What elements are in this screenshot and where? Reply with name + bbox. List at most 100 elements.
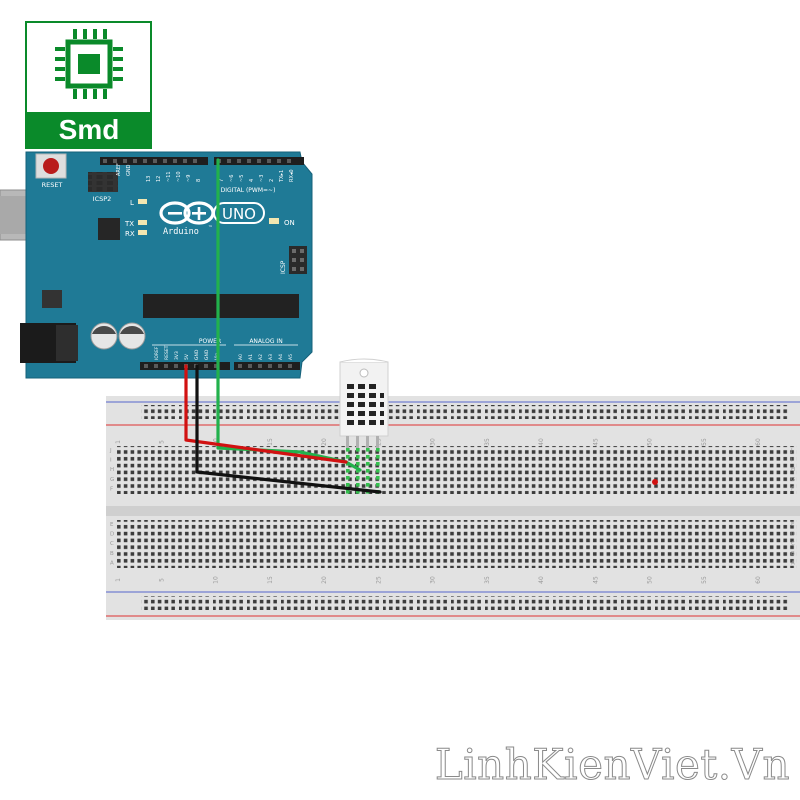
- dht-sensor: [339, 358, 389, 448]
- logo-text: Smd: [59, 114, 120, 145]
- digital-pin-label: ~10: [176, 171, 182, 182]
- bottom-rail-holes: [141, 596, 789, 610]
- column-number: 30: [430, 438, 437, 446]
- column-number: 20: [321, 576, 328, 584]
- row-letter: F: [110, 486, 113, 492]
- row-letter: D: [791, 532, 795, 538]
- column-number: 25: [375, 576, 382, 584]
- column-number: 20: [321, 438, 328, 446]
- l-led: [138, 199, 147, 204]
- row-letter: D: [110, 532, 114, 538]
- row-letter: G: [110, 477, 114, 483]
- power-pin-label: GND: [194, 349, 200, 360]
- brand-label: Arduino: [163, 227, 199, 237]
- row-letter: B: [791, 551, 795, 557]
- column-number: 30: [430, 576, 437, 584]
- digital-pin-label: ~9: [186, 175, 192, 182]
- trademark-label: ™: [208, 225, 213, 231]
- analog-pin-label: A3: [268, 354, 274, 360]
- column-number: 45: [592, 438, 599, 446]
- power-wire: [184, 364, 348, 464]
- digital-pin-label: 7: [219, 179, 225, 182]
- aref-label: AREF: [116, 163, 122, 176]
- column-number: 45: [592, 576, 599, 584]
- ground-wire: [195, 364, 382, 494]
- column-number: 55: [701, 576, 708, 584]
- row-letter: H: [791, 467, 795, 473]
- power-label: POWER: [199, 338, 221, 345]
- column-number: 1: [115, 578, 122, 582]
- row-letter: C: [110, 541, 114, 547]
- tx-label: TX: [124, 220, 134, 228]
- center-channel: [106, 506, 800, 516]
- chip-icon: [55, 29, 123, 99]
- row-letter: E: [791, 522, 795, 528]
- analog-pin-label: A2: [258, 354, 264, 360]
- usb-chip: [98, 218, 120, 240]
- power-pin-label: GND: [204, 349, 210, 360]
- digital-pin-label: ~3: [259, 175, 265, 182]
- analog-pin-label: A4: [278, 354, 284, 360]
- sensor-pins: [346, 436, 379, 448]
- column-number: 55: [701, 438, 708, 446]
- row-letter: C: [791, 541, 795, 547]
- digital-pin-label: ~6: [229, 175, 235, 182]
- terminal-strip-top: [117, 446, 797, 494]
- analog-pin-label: A0: [238, 354, 244, 360]
- sensor-grille: [347, 384, 384, 425]
- row-letter: F: [791, 486, 794, 492]
- analog-header: [234, 362, 300, 370]
- digital-pin-label: TX▸1: [279, 170, 285, 183]
- row-letter: I: [791, 458, 793, 464]
- gnd-label: GND: [126, 164, 132, 176]
- column-number: 1: [115, 440, 122, 444]
- reset-label: RESET: [42, 181, 63, 189]
- row-letter: J: [790, 448, 793, 454]
- digital-pin-label: 12: [156, 176, 162, 182]
- row-letter: I: [110, 458, 112, 464]
- column-number: 10: [213, 438, 220, 446]
- column-number: 40: [538, 438, 545, 446]
- digital-pin-label: 4: [249, 179, 255, 182]
- digital-pin-label: 13: [146, 176, 152, 182]
- analog-pin-label: A5: [288, 354, 294, 360]
- column-number: 15: [267, 576, 274, 584]
- capacitor-1: [90, 322, 118, 350]
- power-pin-label: RESET: [164, 345, 170, 360]
- capacitor-2: [118, 322, 146, 350]
- uno-label: UNO: [222, 205, 256, 223]
- icsp-header: [289, 246, 307, 274]
- rx-label: RX: [125, 230, 135, 238]
- row-letter: H: [110, 467, 114, 473]
- on-label: ON: [284, 219, 295, 227]
- column-number: 5: [158, 578, 165, 582]
- smd-logo: Smd: [25, 21, 152, 149]
- atmega-chip: [143, 294, 299, 318]
- on-led: [269, 218, 279, 224]
- digital-pin-label: 2: [269, 179, 275, 182]
- power-pin-label: IOREF: [154, 346, 160, 360]
- digital-label: DIGITAL (PWM=~): [221, 187, 276, 194]
- signal-wire: [216, 158, 362, 472]
- column-number: 50: [647, 576, 654, 584]
- watermark: LinhKienViet.Vn: [434, 740, 790, 790]
- terminal-strip-bottom: [117, 520, 797, 568]
- row-letter: J: [109, 448, 112, 454]
- icsp-label: ICSP: [280, 260, 287, 274]
- column-number: 35: [484, 438, 491, 446]
- icsp2-label: ICSP2: [93, 195, 112, 203]
- column-number: 5: [158, 440, 165, 444]
- column-number: 60: [755, 438, 762, 446]
- mount-hole: [359, 368, 369, 378]
- l-label: L: [130, 199, 134, 207]
- power-pin-label: 5V: [184, 353, 190, 360]
- analog-pin-label: A1: [248, 354, 254, 360]
- column-number: 50: [647, 438, 654, 446]
- column-number: 35: [484, 576, 491, 584]
- column-number: 10: [213, 576, 220, 584]
- digital-pin-label: ~5: [239, 175, 245, 182]
